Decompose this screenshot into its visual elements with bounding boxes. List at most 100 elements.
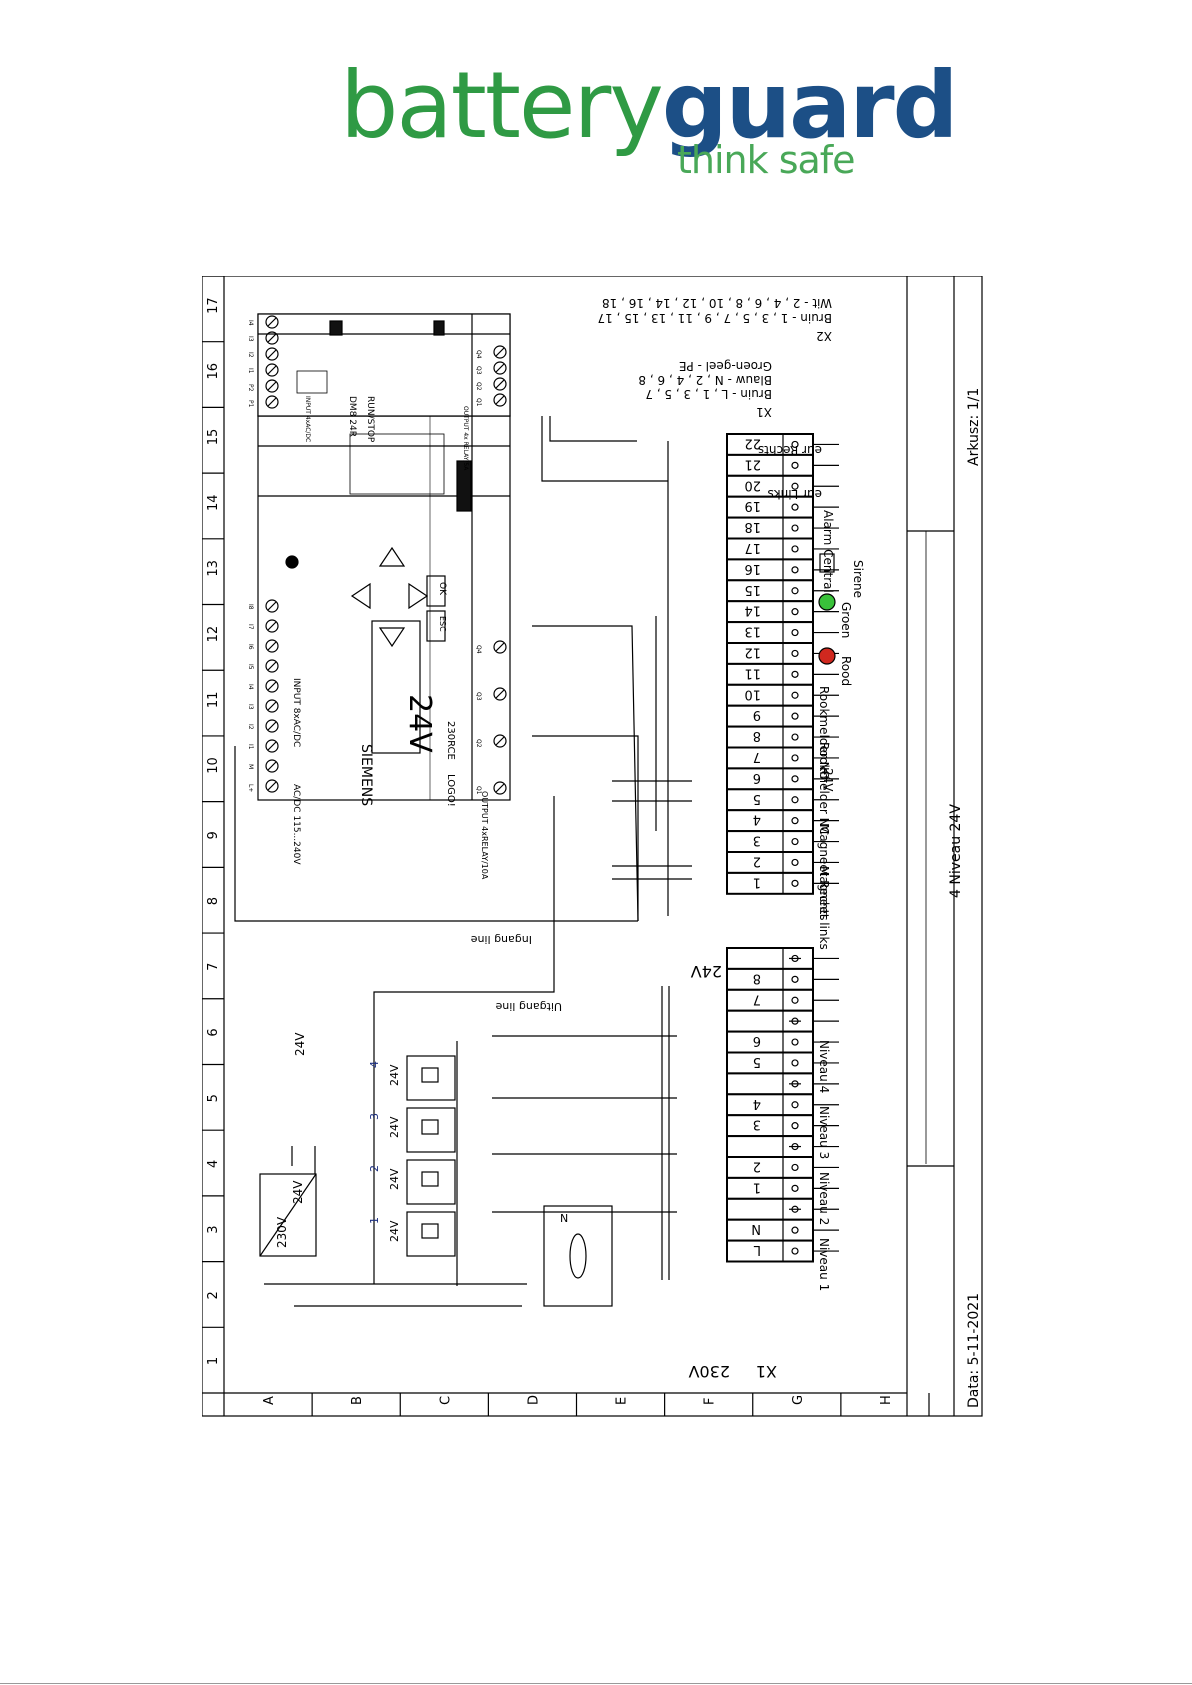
legend-x2-wit: Wit - 2 , 4 , 6 , 8 , 10 , 12 , 14 , 16 … [602, 296, 832, 310]
logo-ok-key[interactable] [426, 575, 446, 607]
dm8-input-label: INPUT 4xAC/DC [304, 396, 311, 442]
grid-row-label: C [438, 1396, 453, 1405]
logo-ok-label: OK [437, 582, 447, 596]
terminal-screw-icon [791, 545, 799, 553]
terminal-number: 3 [753, 833, 761, 848]
main-switch[interactable]: N [543, 1205, 613, 1307]
screw-terminal-icon [493, 781, 507, 795]
terminal-number: 19 [744, 498, 761, 513]
legend-x2-title: X2 [816, 329, 832, 343]
dm8-runstop-label: RUN/STOP [365, 396, 375, 443]
terminal-block [726, 516, 814, 540]
relay-number-label: 4 [368, 1061, 381, 1068]
terminal-block [726, 600, 814, 624]
label-sirene: Sirene [851, 560, 865, 598]
screw-terminal-icon [265, 699, 279, 713]
ingang-line-label: Ingang line [471, 933, 532, 946]
grid-column-label: 12 [206, 626, 221, 643]
terminal-block [726, 851, 814, 874]
relay-number-label: 1 [368, 1217, 381, 1224]
terminal-block [726, 1156, 814, 1179]
terminal-block [726, 967, 814, 991]
screw-terminal-icon [265, 779, 279, 793]
arrow-right-key[interactable] [408, 582, 429, 610]
arrow-left-key[interactable] [350, 582, 371, 610]
terminal-screw-icon [791, 733, 799, 741]
label-deur-links: eur Links [767, 487, 822, 501]
grid-column-label: 16 [206, 363, 221, 380]
terminal-block [726, 788, 814, 812]
terminal-screw-icon [791, 996, 799, 1004]
logo-model-label: LOGO! [445, 774, 456, 807]
terminal-block [726, 988, 814, 1012]
screw-terminal-label: Q3 [475, 366, 482, 375]
terminal-block [726, 871, 814, 895]
legend-x1-title: X1 [756, 405, 772, 419]
sheet-frame [201, 275, 983, 1417]
screw-terminal-label: I4 [247, 320, 254, 326]
grid-row-label: D [526, 1395, 541, 1405]
terminal-number: 2 [753, 1158, 761, 1173]
terminal-block [726, 683, 814, 707]
screw-terminal-label: P2 [247, 384, 254, 392]
page-edge-line [0, 1683, 1192, 1684]
screw-terminal-icon [265, 347, 279, 361]
x1-strip-label: X1 [756, 1362, 777, 1381]
screw-terminal-label: I8 [247, 604, 254, 610]
grid-row-label: E [615, 1397, 630, 1405]
terminal-block [726, 621, 814, 645]
terminal-screw-icon [791, 837, 799, 846]
sheet-number-label: Arkusz: 1/1 [966, 388, 982, 466]
screw-terminal-label: Q2 [475, 382, 482, 391]
screw-terminal-icon [265, 719, 279, 733]
relay-voltage-label: 24V [388, 1220, 401, 1242]
terminal-block [726, 746, 814, 770]
label-niveau-4: Niveau 4 [817, 1040, 831, 1093]
relay-voltage-label: 24V [388, 1116, 401, 1138]
grid-column-label: 4 [206, 1160, 221, 1168]
terminal-number: 5 [753, 1054, 761, 1069]
logo-status-bar [456, 460, 472, 512]
terminal-block [726, 558, 814, 582]
terminal-number: 9 [753, 707, 761, 722]
terminal-block [726, 725, 814, 749]
terminal-screw-icon [791, 649, 799, 658]
relay-coil-icon [421, 1119, 439, 1135]
dm8-switch[interactable] [296, 370, 328, 394]
uitgang-line-label: Uitgang line [495, 1000, 562, 1013]
screw-terminal-label: I5 [247, 664, 254, 670]
terminal-block [726, 579, 814, 603]
terminal-number: 2 [753, 853, 761, 868]
grid-column-label: 14 [206, 494, 221, 511]
terminal-block [726, 830, 814, 853]
grid-column-label: 3 [206, 1225, 221, 1233]
grid-column-label: 9 [206, 831, 221, 839]
arrow-down-key[interactable] [378, 627, 406, 648]
terminal-number: 15 [744, 582, 761, 597]
screw-terminal-icon [265, 379, 279, 393]
terminal-screw-icon [791, 1038, 799, 1046]
dm8-name-label: DM8 24R [347, 396, 357, 437]
terminal-block [726, 809, 814, 833]
terminal-screw-icon [791, 817, 799, 825]
terminal-number: 7 [753, 749, 761, 764]
arrow-up-key[interactable] [378, 546, 406, 567]
terminal-number: 1 [753, 874, 761, 889]
terminal-number: 10 [744, 686, 761, 701]
terminal-block [726, 1176, 814, 1200]
terminal-block [726, 1114, 814, 1138]
screw-terminal-icon [265, 619, 279, 633]
x1-signal-labels: Niveau 1 Niveau 2 Niveau 3 Niveau 4 [817, 1040, 831, 1291]
terminal-screw-icon [791, 775, 799, 783]
logo-esc-key[interactable] [426, 610, 446, 642]
screw-terminal-label: I2 [247, 724, 254, 730]
terminal-number: 6 [753, 770, 761, 785]
screw-terminal-label: I4 [247, 684, 254, 690]
grid-column-label: 17 [206, 297, 221, 314]
screw-terminal-label: I3 [247, 704, 254, 710]
